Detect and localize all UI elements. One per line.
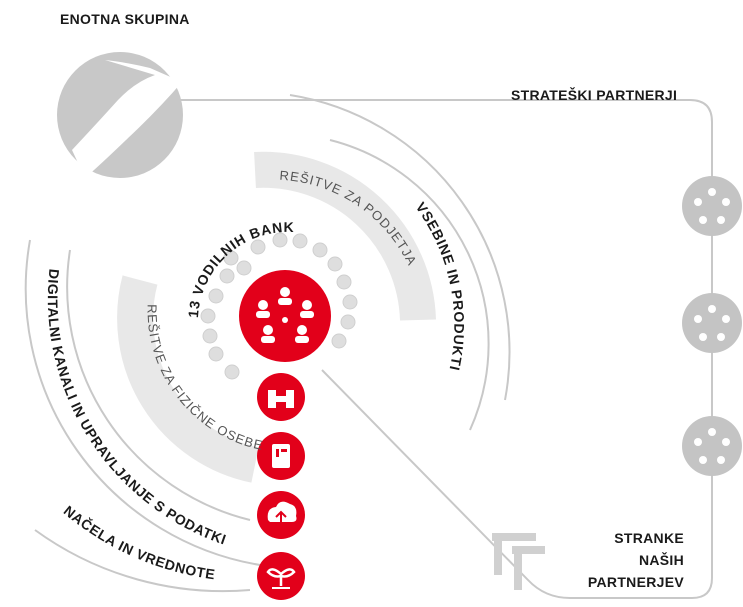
partner-network-icon <box>682 176 742 236</box>
people-network-icon <box>239 270 331 362</box>
sprout-icon <box>257 552 305 600</box>
partner-clients-line-2: NAŠIH <box>638 552 684 568</box>
arc-ring-4 <box>34 529 251 593</box>
arc-ring-3 <box>24 239 261 566</box>
business-solutions-band <box>254 151 436 321</box>
partner-network-icon <box>682 293 742 353</box>
partner-clients-label: STRANKE NAŠIH PARTNERJEV <box>572 527 684 593</box>
bank-icons <box>200 232 358 380</box>
partner-connector-line <box>180 99 713 599</box>
individual-solutions-band <box>117 275 259 483</box>
arc-ring-5 <box>289 94 511 401</box>
partner-clients-line-1: STRANKE <box>614 530 684 546</box>
strategic-partners-label: STRATEŠKI PARTNERJI <box>511 87 678 103</box>
arc-ring-1 <box>66 249 251 521</box>
group-label: ENOTNA SKUPINA <box>60 11 190 27</box>
arc-ring-2 <box>329 139 490 431</box>
partner-clients-line-3: PARTNERJEV <box>587 574 684 590</box>
unicredit-logo-icon <box>57 52 183 178</box>
partner-network-icon <box>682 416 742 476</box>
handshake-icon <box>257 373 305 421</box>
arrow-marks <box>492 533 545 590</box>
cloud-upload-icon <box>257 491 305 539</box>
document-icon <box>257 432 305 480</box>
